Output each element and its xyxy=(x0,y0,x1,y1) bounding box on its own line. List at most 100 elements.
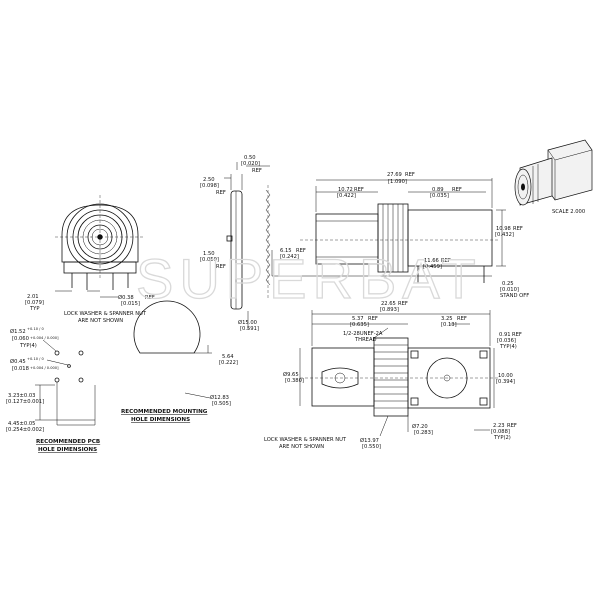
dim-1000-in: [0.394] xyxy=(496,379,515,385)
dim-250: 2.50 xyxy=(203,177,215,183)
dim-038: Ø0.38 xyxy=(118,294,134,301)
dim-250-ref: REF xyxy=(216,190,226,196)
dim-720-in: [0.283] xyxy=(414,430,433,436)
dim-2-01: 2.01 xyxy=(27,294,39,300)
front-view xyxy=(55,195,145,298)
pcb-caption-2: HOLE DIMENSIONS xyxy=(38,447,97,453)
isometric-view xyxy=(514,139,593,206)
dim-325: 3.25 xyxy=(441,316,453,322)
dim-537: 5.37 xyxy=(352,316,364,322)
dim-223-typ: TYP(2) xyxy=(493,435,511,441)
dim-537-in: [0.635] xyxy=(350,322,369,328)
dim-1500-in: [0.591] xyxy=(240,326,259,332)
connector-bottom-view xyxy=(299,310,500,437)
dim-223-ref: REF xyxy=(507,423,517,429)
dim-045-in-tol: +0.004 / 0.000] xyxy=(30,366,59,370)
dim-089-in: [0.035] xyxy=(430,193,449,199)
dim-1397-in: [0.550] xyxy=(362,444,381,450)
dim-091-typ: TYP(4) xyxy=(499,344,517,350)
dim-050-in: [0.020] xyxy=(241,161,260,167)
dim-1166-in: [0.459] xyxy=(423,264,442,270)
pcb-hole-pattern xyxy=(35,339,96,426)
dim-091: 0.91 xyxy=(499,332,511,338)
dim-038-in: [0.015] xyxy=(121,301,140,307)
dim-250-in: [0.098] xyxy=(200,183,219,189)
dim-1166: 11.66 xyxy=(424,258,439,264)
dim-152-typ: TYP(4) xyxy=(19,343,37,349)
dim-323-in: [0.127±0.001] xyxy=(6,399,44,405)
dim-1500: Ø15.00 xyxy=(238,319,257,326)
dim-1283: Ø12.83 xyxy=(210,394,229,401)
dim-2-01-typ: TYP xyxy=(29,306,39,312)
dim-720: Ø7.20 xyxy=(412,423,428,430)
dim-1072-ref: REF xyxy=(354,187,364,193)
dim-2749-ref: REF xyxy=(405,172,415,178)
dim-152-in: [0.060 xyxy=(12,336,29,342)
scale-label: SCALE 2.000 xyxy=(552,209,585,215)
dim-1000: 10.00 xyxy=(498,373,513,379)
dim-1098-ref: REF xyxy=(513,226,523,232)
dim-089-ref: REF xyxy=(452,187,462,193)
dim-2-01-in: [0.079] xyxy=(25,300,44,306)
connector-side-view xyxy=(271,178,506,283)
dim-045-tol: +0.10 / 0 xyxy=(27,357,45,361)
dim-025-in: [0.010] xyxy=(500,287,519,293)
dim-152-in-tol: +0.004 / 0.000] xyxy=(30,336,59,340)
dim-152-tol: +0.10 / 0 xyxy=(27,327,45,331)
dim-1397: Ø13.97 xyxy=(360,437,379,444)
dim-445: 4.45±0.05 xyxy=(8,421,35,427)
dim-045: Ø0.45 xyxy=(10,358,26,365)
mounting-hole xyxy=(133,300,212,399)
dim-025-standoff: STAND OFF xyxy=(500,293,529,299)
dim-965: Ø9.65 xyxy=(283,371,299,378)
dim-050-ref: REF xyxy=(252,168,262,174)
dim-325-in: [0.13] xyxy=(441,322,457,328)
dim-2265-ref: REF xyxy=(398,301,408,307)
thread-note-1: 1/2-28UNEF-2A xyxy=(343,331,383,337)
dim-223: 2.23 xyxy=(493,423,505,429)
dim-2265-in: [0.893] xyxy=(380,307,399,313)
lock-washer-note-right-1: LOCK WASHER & SPANNER NUT xyxy=(264,437,347,443)
dim-1098-in: [0.432] xyxy=(495,232,514,238)
dim-615-ref: REF xyxy=(296,248,306,254)
dim-323: 3.23±0.03 xyxy=(8,393,35,399)
dim-1072: 10.72 xyxy=(338,187,353,193)
dim-965-in: [0.380] xyxy=(285,378,304,384)
dim-050: 0.50 xyxy=(244,155,256,161)
dim-445-in: [0.254±0.002] xyxy=(6,427,44,433)
dim-615: 6.15 xyxy=(280,248,292,254)
dim-152: Ø1.52 xyxy=(10,328,26,335)
dim-091-ref: REF xyxy=(512,332,522,338)
pcb-caption-1: RECOMMENDED PCB xyxy=(36,439,100,445)
dim-2265: 22.65 xyxy=(381,301,396,307)
dim-223-in: [0.088] xyxy=(491,429,510,435)
dim-564-in: [0.222] xyxy=(219,360,238,366)
lock-washer-note-left-2: ARE NOT SHOWN xyxy=(78,318,123,324)
mount-caption-1: RECOMMENDED MOUNTING xyxy=(121,409,208,415)
lock-washer-note-left-1: LOCK WASHER & SPANNER NUT xyxy=(64,311,147,317)
dim-1072-in: [0.422] xyxy=(337,193,356,199)
dim-038-ref: REF xyxy=(145,295,155,301)
dim-045-in: [0.018 xyxy=(12,366,29,372)
dim-1283-in: [0.505] xyxy=(212,401,231,407)
dim-150: 1.50 xyxy=(203,251,215,257)
dim-564: 5.64 xyxy=(222,354,234,360)
dim-1166-ref: REF xyxy=(441,258,451,264)
dim-1098: 10.98 xyxy=(496,226,511,232)
watermark-text: SUPERBAT xyxy=(136,247,482,310)
mount-caption-2: HOLE DIMENSIONS xyxy=(131,417,190,423)
dim-150-ref: REF xyxy=(216,264,226,270)
dim-615-in: [0.242] xyxy=(280,254,299,260)
lock-washer-note-right-2: ARE NOT SHOWN xyxy=(279,444,324,450)
dim-025: 0.25 xyxy=(502,281,514,287)
dim-150-in: [0.059] xyxy=(200,257,219,263)
dim-2749-in: [1.090] xyxy=(388,179,407,185)
washer-side-view xyxy=(224,162,271,330)
dim-537-ref: REF xyxy=(368,316,378,322)
dim-2749: 27.69 xyxy=(387,172,402,178)
dim-325-ref: REF xyxy=(457,316,467,322)
dim-089: 0.89 xyxy=(432,187,444,193)
dim-091-in: [0.036] xyxy=(497,338,516,344)
thread-note-2: THREAD xyxy=(354,337,377,343)
